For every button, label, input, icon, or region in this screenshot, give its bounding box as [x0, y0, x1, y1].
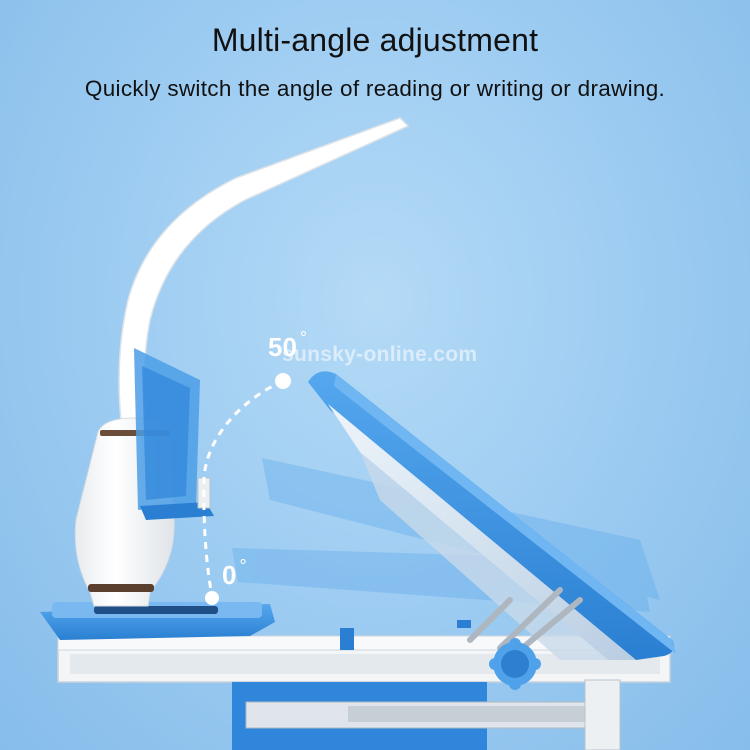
- angle-max-unit: °: [299, 328, 308, 348]
- tilted-desktop-board: [308, 371, 676, 660]
- angle-min-unit: °: [239, 556, 247, 576]
- angle-label-min: 0°: [222, 556, 247, 591]
- support-struts: [467, 587, 583, 653]
- arc-end-marker-top: [275, 373, 291, 389]
- desk-clip: [457, 620, 471, 628]
- desk-post: [340, 628, 354, 650]
- subheadline: Quickly switch the angle of reading or w…: [84, 76, 666, 101]
- arc-end-marker-bottom: [205, 591, 219, 605]
- angle-label-max: 50°: [268, 328, 307, 363]
- book-holder: [134, 348, 214, 520]
- angle-min-value: 0: [222, 560, 237, 590]
- watermark: sunsky-online.com: [282, 343, 478, 366]
- angle-arc: [202, 379, 284, 597]
- angle-knob-icon[interactable]: [489, 638, 541, 690]
- angle-max-value: 50: [268, 332, 297, 362]
- headline: Multi-angle adjustment: [211, 22, 539, 58]
- pen-tray: [40, 602, 275, 640]
